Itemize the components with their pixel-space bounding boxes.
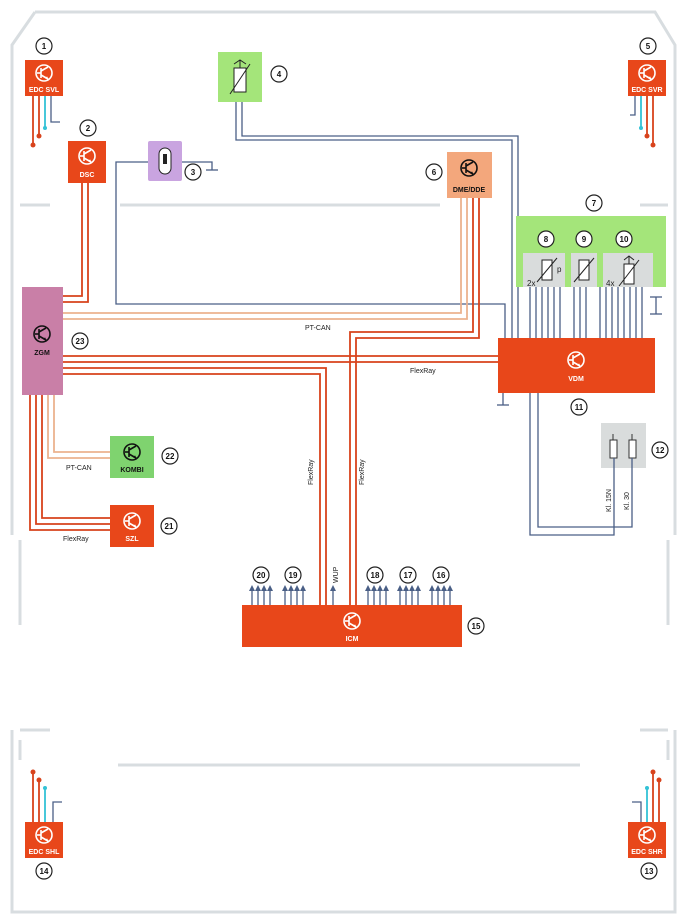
edc-svl-label: EDC SVL — [29, 87, 60, 94]
dme-label: DME/DDE — [453, 187, 486, 194]
pt-can-bus — [47, 198, 468, 459]
icm-label: ICM — [346, 636, 359, 643]
svg-text:13: 13 — [645, 867, 654, 876]
callout-7: 7 — [585, 194, 603, 212]
svg-text:6: 6 — [432, 168, 437, 177]
edc-svl-module: EDC SVL — [25, 60, 63, 96]
kl30-label: Kl. 30 — [624, 492, 631, 510]
flexray-bus — [29, 183, 498, 605]
svg-text:16: 16 — [437, 571, 446, 580]
vehicle-outline — [10, 10, 677, 914]
edc-svr-label: EDC SVR — [631, 87, 662, 94]
svg-text:17: 17 — [404, 571, 413, 580]
fuse-module: Kl. 15N Kl. 30 — [601, 423, 646, 512]
svg-text:19: 19 — [289, 571, 298, 580]
edc-wires — [32, 95, 660, 822]
callout-3: 3 — [184, 163, 202, 181]
callout-6: 6 — [425, 163, 443, 181]
callout-10: 10 — [615, 230, 633, 248]
szl-module: SZL — [110, 505, 154, 547]
svg-text:9: 9 — [582, 235, 587, 244]
vdm-module: VDM — [498, 338, 655, 393]
svg-text:7: 7 — [592, 199, 597, 208]
svg-text:8: 8 — [544, 235, 549, 244]
bus-labels: PT-CAN PT-CAN FlexRay FlexRay FlexRay Fl… — [63, 325, 436, 583]
edc-shl-module: EDC SHL — [25, 822, 63, 858]
edc-shr-module: EDC SHR — [628, 822, 666, 858]
edc-shr-label: EDC SHR — [631, 849, 663, 856]
szl-label: SZL — [125, 536, 139, 543]
callout-4: 4 — [270, 65, 288, 83]
svg-text:3: 3 — [191, 168, 196, 177]
icm-module: ICM — [242, 605, 462, 647]
svg-text:5: 5 — [646, 42, 651, 51]
component-3 — [148, 141, 182, 181]
kombi-label: KOMBI — [120, 467, 143, 474]
callout-1: 1 — [35, 37, 53, 55]
icm-output-arrowheads — [249, 585, 453, 591]
wup-label: WUP — [333, 566, 340, 583]
edc-shl-label: EDC SHL — [29, 849, 60, 856]
flexray-vdm-label: FlexRay — [410, 368, 436, 375]
zgm-module: ZGM — [22, 287, 63, 395]
number-callouts: 1 2 3 4 5 6 7 8 9 10 11 12 13 14 15 16 1… — [35, 37, 669, 880]
kl15n-label: Kl. 15N — [606, 489, 613, 512]
sensor8-mark: p — [557, 265, 562, 274]
svg-text:12: 12 — [656, 446, 665, 455]
flexray-szl-label: FlexRay — [63, 536, 89, 543]
flexray-vertical-left-label: FlexRay — [308, 459, 315, 485]
dsc-module: DSC — [68, 141, 106, 183]
svg-text:18: 18 — [371, 571, 380, 580]
svg-text:1: 1 — [42, 42, 47, 51]
callout-16: 16 — [432, 566, 450, 584]
callout-9: 9 — [575, 230, 593, 248]
svg-text:14: 14 — [40, 867, 49, 876]
sensor8-mult: 2x — [527, 279, 535, 288]
callout-15: 15 — [467, 617, 485, 635]
flexray-vertical-right-label: FlexRay — [359, 459, 366, 485]
callout-11: 11 — [570, 398, 588, 416]
kombi-module: KOMBI — [110, 436, 154, 478]
callout-21: 21 — [160, 517, 178, 535]
ptcan-kombi-label: PT-CAN — [66, 465, 92, 472]
svg-text:23: 23 — [76, 337, 85, 346]
svg-text:22: 22 — [166, 452, 175, 461]
callout-18: 18 — [366, 566, 384, 584]
callout-19: 19 — [284, 566, 302, 584]
svg-text:2: 2 — [86, 124, 91, 133]
callout-2: 2 — [79, 119, 97, 137]
callout-5: 5 — [639, 37, 657, 55]
callout-8: 8 — [537, 230, 555, 248]
svg-text:11: 11 — [575, 403, 584, 412]
svg-text:21: 21 — [165, 522, 174, 531]
callout-12: 12 — [651, 441, 669, 459]
svg-text:10: 10 — [620, 235, 629, 244]
callout-14: 14 — [35, 862, 53, 880]
callout-17: 17 — [399, 566, 417, 584]
callout-20: 20 — [252, 566, 270, 584]
dme-dde-module: DME/DDE — [447, 152, 492, 198]
sensor-group: p 2x 4x — [516, 216, 666, 288]
edc-wire-ends — [30, 126, 662, 790]
sensor10-mult: 4x — [606, 279, 614, 288]
svg-text:20: 20 — [257, 571, 266, 580]
callout-23: 23 — [71, 332, 89, 350]
vdm-label: VDM — [568, 376, 584, 383]
svg-text:15: 15 — [472, 622, 481, 631]
svg-text:4: 4 — [277, 70, 282, 79]
dsc-label: DSC — [80, 172, 95, 179]
callout-22: 22 — [161, 447, 179, 465]
zgm-label: ZGM — [34, 350, 50, 357]
edc-svr-module: EDC SVR — [628, 60, 666, 96]
callout-13: 13 — [640, 862, 658, 880]
ptcan-main-label: PT-CAN — [305, 325, 331, 332]
component-4 — [218, 52, 262, 102]
